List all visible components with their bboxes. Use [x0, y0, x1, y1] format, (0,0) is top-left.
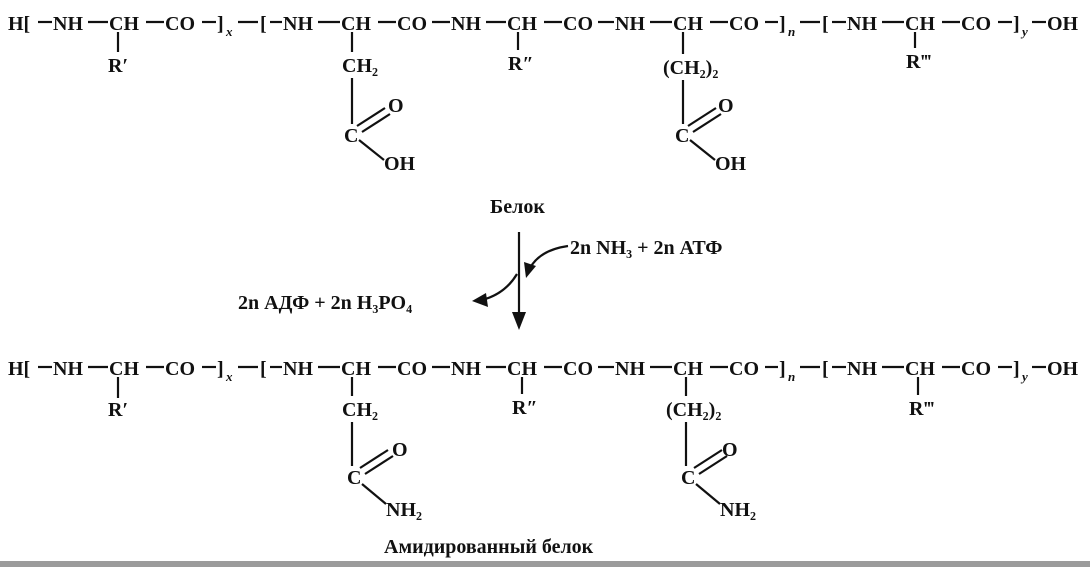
bracket-open: [: [822, 358, 829, 380]
subscript-y: y: [1020, 369, 1028, 384]
chain-start: H[: [8, 358, 30, 380]
r-double-prime: R″: [512, 397, 538, 419]
carboxyl-carbon: C: [675, 125, 689, 147]
bracket-close: ]: [217, 358, 224, 380]
co-group: CO: [165, 13, 195, 35]
r-prime: R′: [108, 55, 128, 77]
ch-group: CH: [507, 13, 537, 35]
bracket-close: ]: [779, 358, 786, 380]
ch2-group: CH₂: [342, 399, 378, 421]
subscript-n: n: [788, 24, 795, 39]
carboxyl-oxygen: O: [718, 95, 734, 117]
down-arrow-head: [512, 312, 526, 330]
nh-group: NH: [53, 13, 83, 35]
ch-group: CH: [341, 13, 371, 35]
amide-oxygen: O: [722, 439, 738, 461]
product-arrow-head: [472, 293, 488, 307]
nh-group: NH: [615, 13, 645, 35]
nh-group: NH: [451, 13, 481, 35]
bracket-open: [: [260, 13, 267, 35]
amide-carbon: C: [347, 467, 361, 489]
ch-group: CH: [109, 358, 139, 380]
chain-start: H[: [8, 13, 30, 35]
carboxyl-oh: OH: [715, 153, 747, 175]
ch2-group: CH₂: [342, 55, 378, 77]
ch2-2-group: (CH₂)₂: [666, 399, 721, 421]
amidated-protein-structure: H[ NH CH CO ] x R′ [ NH CH CO NH CH CO N…: [8, 358, 1079, 521]
ch-group: CH: [673, 13, 703, 35]
nh-group: NH: [451, 358, 481, 380]
subscript-x: x: [225, 369, 233, 384]
reagent-arrow-head: [524, 262, 536, 278]
ch-group: CH: [673, 358, 703, 380]
carboxyl-oh: OH: [384, 153, 416, 175]
ch-group: CH: [507, 358, 537, 380]
r-triple-prime: R‴: [909, 398, 935, 420]
reagents-text: 2n NH₃ + 2n АТФ: [570, 237, 722, 259]
ch-group: CH: [905, 13, 935, 35]
amidated-protein-caption: Амидированный белок: [384, 536, 594, 558]
co-group: CO: [961, 358, 991, 380]
ch2-2-group: (CH₂)₂: [663, 57, 718, 79]
amide-nh2: NH₂: [386, 499, 422, 521]
ch-group: CH: [109, 13, 139, 35]
nh-group: NH: [283, 358, 313, 380]
ch-group: CH: [905, 358, 935, 380]
bracket-open: [: [260, 358, 267, 380]
co-group: CO: [961, 13, 991, 35]
amide-nh2: NH₂: [720, 499, 756, 521]
co-group: CO: [563, 13, 593, 35]
co-group: CO: [563, 358, 593, 380]
subscript-y: y: [1020, 24, 1028, 39]
carboxyl-carbon: C: [344, 125, 358, 147]
nh-group: NH: [847, 13, 877, 35]
co-group: CO: [729, 358, 759, 380]
r-prime: R′: [108, 399, 128, 421]
bracket-close: ]: [1013, 358, 1020, 380]
bracket-close: ]: [779, 13, 786, 35]
subscript-x: x: [225, 24, 233, 39]
ch-group: CH: [341, 358, 371, 380]
reaction-arrow: [472, 232, 569, 330]
nh-group: NH: [615, 358, 645, 380]
co-group: CO: [729, 13, 759, 35]
protein-caption: Белок: [490, 196, 545, 218]
nh-group: NH: [847, 358, 877, 380]
carboxyl-oxygen: O: [388, 95, 404, 117]
protein-structure: H[ NH CH CO ] x R′ [ NH CH CO NH CH CO N…: [8, 13, 1079, 175]
bracket-close: ]: [217, 13, 224, 35]
bracket-open: [: [822, 13, 829, 35]
nh-group: NH: [283, 13, 313, 35]
chain-end-oh: OH: [1047, 358, 1079, 380]
co-group: CO: [397, 13, 427, 35]
amide-oxygen: O: [392, 439, 408, 461]
bracket-close: ]: [1013, 13, 1020, 35]
r-double-prime: R″: [508, 53, 534, 75]
chain-end-oh: OH: [1047, 13, 1079, 35]
nh-group: NH: [53, 358, 83, 380]
amide-carbon: C: [681, 467, 695, 489]
co-group: CO: [165, 358, 195, 380]
r-triple-prime: R‴: [906, 51, 932, 73]
co-group: CO: [397, 358, 427, 380]
products-text: 2n АДФ + 2n H₃PO₄: [238, 292, 412, 314]
subscript-n: n: [788, 369, 795, 384]
bottom-border: [0, 561, 1090, 567]
